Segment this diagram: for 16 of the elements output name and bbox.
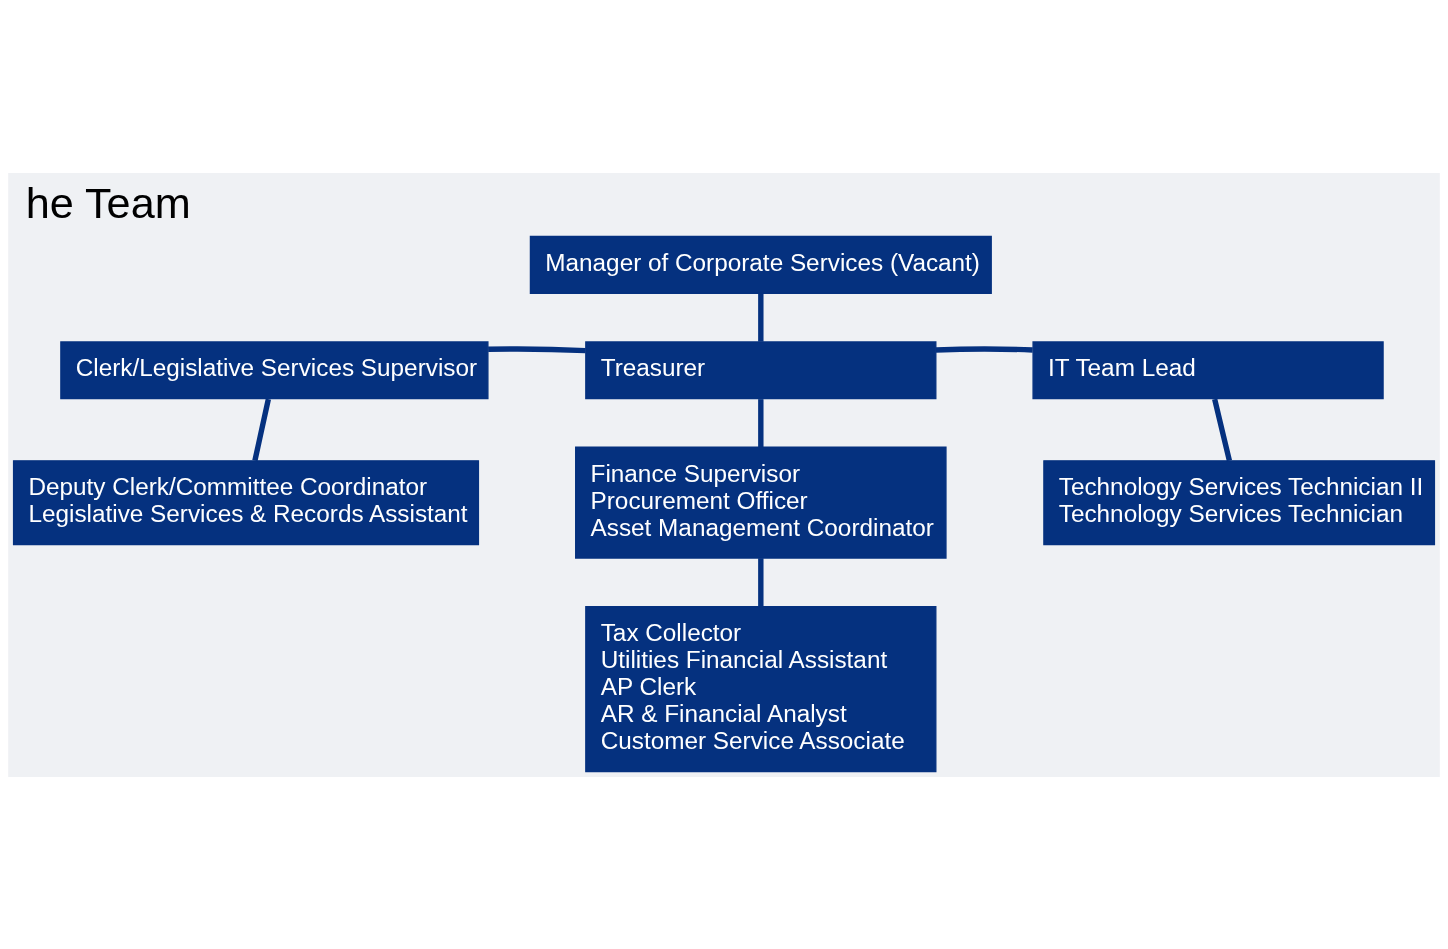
connector [935,345,1033,353]
node-box: Manager of Corporate Services (Vacant) [529,235,992,294]
connector [758,398,764,447]
connector [1212,398,1232,461]
connector [758,557,764,606]
node-box: Treasurer [585,340,937,399]
node-box: Finance Supervisor Procurement Officer Asset Management Coordinator [575,446,947,559]
connector [252,398,271,461]
node-box: Technology Services Technician II Technology Services Technician [1043,459,1436,545]
diagram-title: he Team [25,178,191,227]
connector [488,345,586,353]
node-box: IT Team Lead [1032,340,1384,399]
node-box: Tax Collector Utilities Financial Assistant AP Clerk AR & Financial Analyst Customer Service Associate [585,605,937,772]
node-box: Deputy Clerk/Committee Coordinator Legislative Services & Records Assistant [12,459,480,545]
connector [758,293,764,342]
node-box: Clerk/Legislative Services Supervisor [60,340,489,399]
